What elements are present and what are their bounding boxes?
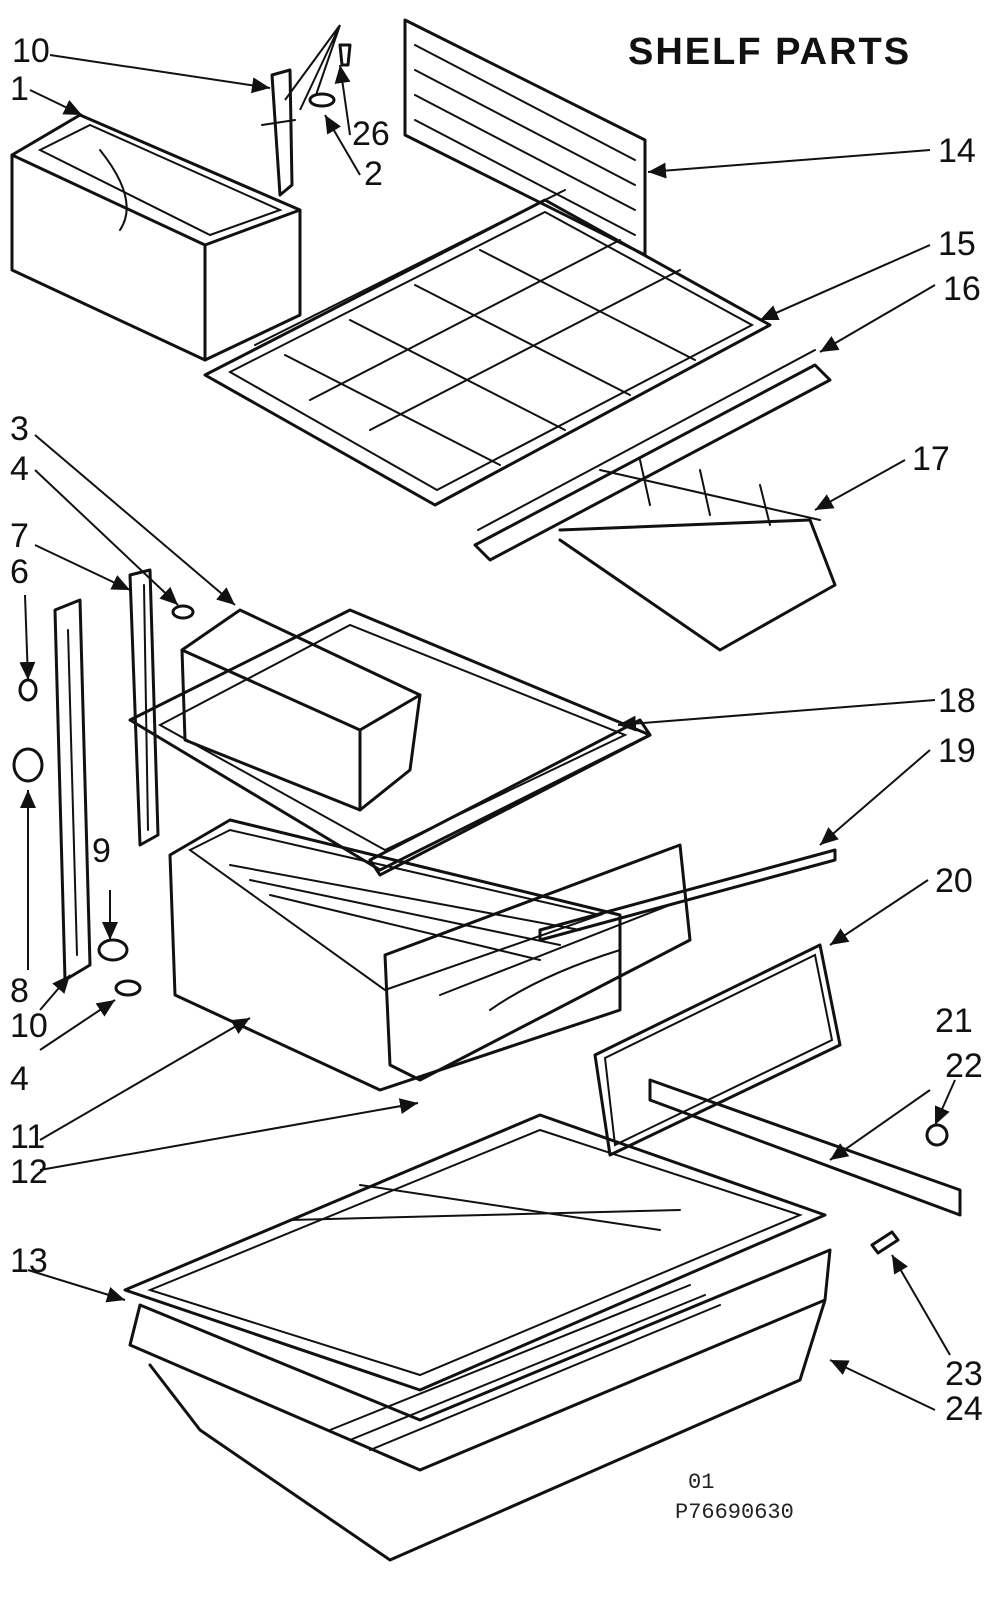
part-23-screw [870, 1230, 900, 1255]
label-15: 15 [938, 225, 976, 263]
label-13: 13 [10, 1242, 48, 1280]
part-17-support-channel [558, 459, 837, 652]
label-1: 1 [10, 70, 29, 108]
label-26: 26 [352, 115, 390, 153]
label-17: 17 [912, 440, 950, 478]
diagram-code-line-1: 01 [688, 1470, 714, 1495]
part-21-rail [648, 1078, 962, 1217]
label-21: 21 [935, 1002, 973, 1040]
leader-lines [19, 24, 956, 1411]
label-8: 9 [92, 832, 111, 870]
label-3: 3 [10, 410, 29, 448]
part-18-drawer-frame [128, 608, 652, 877]
label-19: 19 [938, 732, 976, 770]
part-15-shelf-frame [203, 189, 772, 507]
part-4-screw-b [114, 979, 142, 997]
part-1-door-bin [10, 113, 302, 362]
label-11: 11 [10, 1118, 45, 1156]
label-20: 20 [935, 862, 973, 900]
label-22: 22 [945, 1047, 983, 1085]
part-3-small-bin [180, 608, 422, 812]
part-8-fastener [97, 938, 129, 962]
part-7-side-rail [53, 598, 92, 982]
part-26-screw [338, 43, 352, 67]
part-13-crisper-cover [123, 1113, 827, 1392]
label-23: 23 [945, 1355, 983, 1393]
part-4-screw-a [171, 604, 195, 620]
part-12-drawer-front [383, 843, 692, 1082]
part-9-knob [12, 747, 44, 783]
part-5-cap [18, 678, 38, 702]
label-16: 16 [943, 270, 981, 308]
diagram-code-line-2: P76690630 [675, 1500, 794, 1525]
label-2: 2 [364, 155, 383, 193]
part-2-clip [308, 92, 336, 108]
label-18: 18 [938, 682, 976, 720]
label-9: 10 [10, 1007, 48, 1045]
label-5: 6 [10, 553, 29, 591]
part-14-back-rail [403, 18, 647, 257]
part-20-glass-frame [593, 943, 842, 1157]
part-24-crisper-pan [128, 1248, 832, 1562]
label-7: 8 [10, 972, 29, 1010]
label-24: 24 [945, 1390, 983, 1428]
diagram-title: SHELF PARTS [628, 31, 911, 73]
part-11-crisper-drawer [168, 818, 622, 1092]
label-14: 14 [938, 132, 976, 170]
label-6: 7 [10, 517, 29, 555]
label-4-lower: 4 [10, 1060, 29, 1098]
part-10-bracket [261, 68, 296, 197]
part-number-labels: 10 1 26 2 14 15 16 17 3 4 7 6 18 19 9 20… [10, 32, 983, 1428]
label-4-upper: 4 [10, 450, 29, 488]
part-22-stop [925, 1123, 949, 1147]
label-10: 10 [12, 32, 50, 70]
part-16-front-trim [473, 349, 832, 562]
label-12: 12 [10, 1153, 48, 1191]
